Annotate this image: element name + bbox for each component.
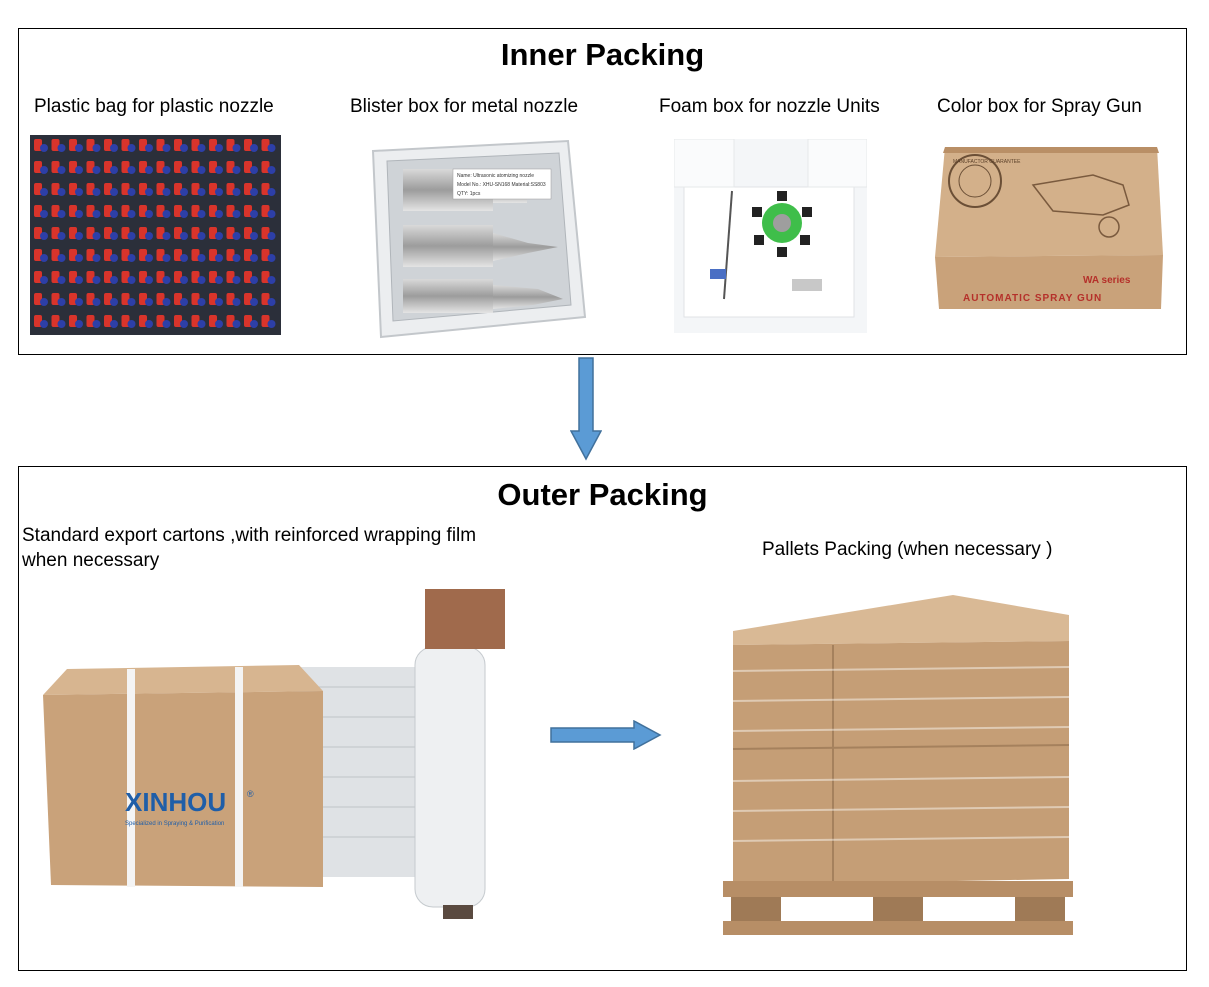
color-box-photo: MANUFACTOR GUARANTEE WA series AUTOMATIC…	[933, 145, 1165, 313]
pallet-photo	[723, 591, 1081, 937]
caption-pallets-packing: Pallets Packing (when necessary )	[762, 539, 1053, 560]
color-box-series: WA series	[1083, 275, 1131, 286]
inner-packing-panel: Inner Packing Plastic bag for plastic no…	[18, 28, 1187, 355]
brand-trademark: ®	[247, 789, 254, 799]
outer-packing-title: Outer Packing	[497, 477, 708, 512]
arrow-right-icon	[550, 720, 662, 750]
plastic-bag-photo	[30, 135, 281, 335]
blister-label-line-3: QTY: 1pcs	[457, 191, 481, 197]
blister-box-photo: Name: Ultrasonic atomizing nozzle Model …	[363, 139, 588, 339]
brand-logo-text: XINHOU	[125, 787, 226, 817]
caption-export-cartons-line-2: when necessary	[22, 550, 160, 571]
color-box-print: AUTOMATIC SPRAY GUN	[963, 293, 1102, 304]
caption-foam-box: Foam box for nozzle Units	[659, 96, 880, 117]
caption-blister-box: Blister box for metal nozzle	[350, 96, 579, 117]
caption-color-box: Color box for Spray Gun	[937, 96, 1142, 117]
inner-packing-title: Inner Packing	[500, 37, 705, 72]
color-box-badge-text: MANUFACTOR GUARANTEE	[953, 159, 1021, 165]
outer-packing-panel: Outer Packing Standard export cartons ,w…	[18, 466, 1187, 971]
caption-export-cartons-line-1: Standard export cartons ,with reinforced…	[22, 525, 477, 546]
blister-label-line-1: Name: Ultrasonic atomizing nozzle	[457, 173, 534, 179]
caption-plastic-bag: Plastic bag for plastic nozzle	[34, 96, 274, 117]
foam-box-photo	[674, 139, 867, 333]
export-carton-photo: XINHOU ® Specialized in Spraying & Purif…	[23, 587, 505, 919]
brand-tagline: Specialized in Spraying & Purification	[125, 821, 224, 827]
arrow-down-icon	[570, 357, 602, 461]
blister-label-line-2: Model No.: XHU-SN168 Material:SS803	[457, 182, 546, 188]
